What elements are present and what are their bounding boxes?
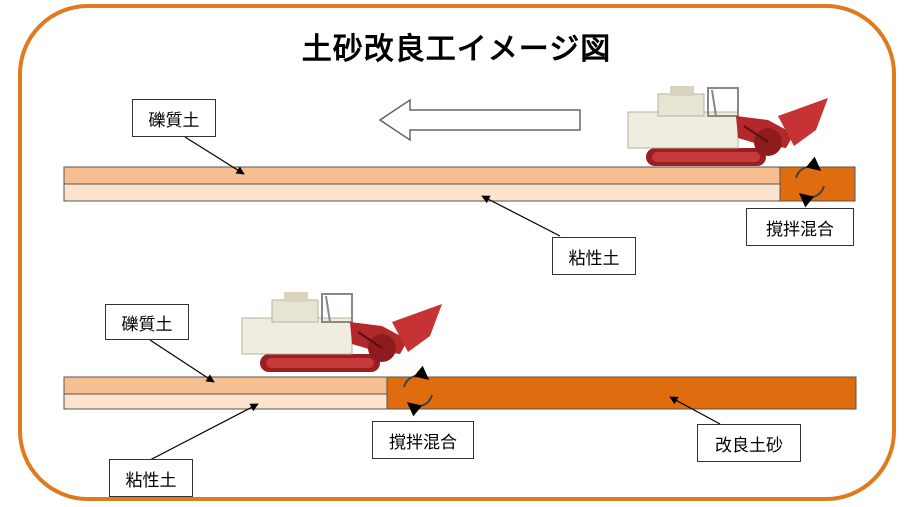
top-clay-pointer <box>481 195 561 237</box>
bottom-clay-label: 粘性土 <box>109 459 193 497</box>
bottom-clay-layer <box>63 393 388 410</box>
bottom-machine <box>241 291 443 373</box>
bottom-gravel-layer <box>63 376 388 395</box>
top-gravel-label: 礫質土 <box>132 99 216 137</box>
bottom-gravel-pointer <box>149 339 215 383</box>
top-machine <box>627 85 829 167</box>
bottom-improved-label: 改良土砂 <box>697 424 801 462</box>
bottom-clay-pointer <box>149 403 259 461</box>
top-gravel-layer <box>63 166 781 185</box>
left-arrow-icon <box>378 98 581 142</box>
page-title: 土砂改良工イメージ図 <box>301 32 612 67</box>
bottom-improved-pointer <box>669 396 721 425</box>
bottom-improved-layer <box>386 376 857 410</box>
top-clay-layer <box>63 183 781 202</box>
top-mix-label: 撹拌混合 <box>746 208 854 246</box>
bottom-mix-label: 撹拌混合 <box>372 421 474 459</box>
bottom-gravel-label: 礫質土 <box>105 304 189 340</box>
top-clay-label: 粘性土 <box>552 237 636 275</box>
top-gravel-pointer <box>184 136 245 175</box>
diagram-frame <box>18 4 896 501</box>
